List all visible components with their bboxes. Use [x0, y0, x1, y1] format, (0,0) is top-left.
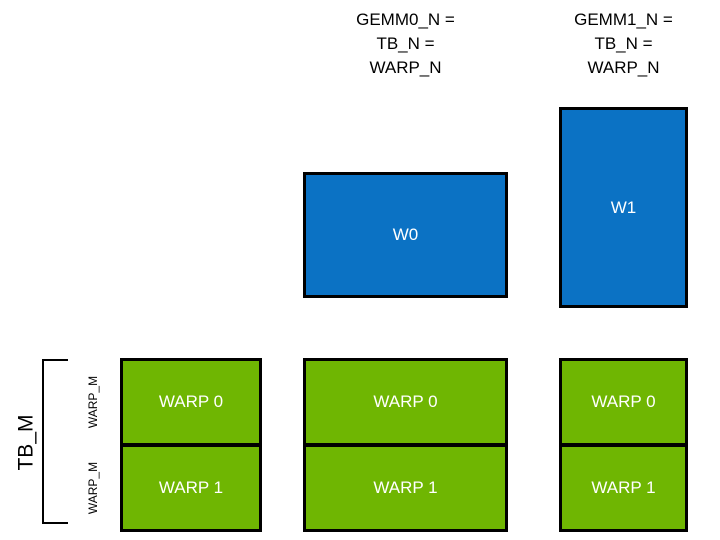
green-column-1: WARP 0 WARP 1 [303, 358, 508, 533]
axis-label-warp-m-bottom: WARP_M [86, 461, 100, 515]
green-column-0: WARP 0 WARP 1 [120, 358, 262, 533]
column-caption-gemm1: GEMM1_N = TB_N = WARP_N [574, 10, 673, 77]
green-cell-warp1: WARP 1 [559, 444, 688, 532]
blue-box-w0: W0 [303, 172, 508, 298]
green-cell-warp0: WARP 0 [120, 358, 262, 446]
axis-label-warp-m-top: WARP_M [86, 375, 100, 429]
blue-box-w1: W1 [559, 107, 688, 308]
green-cell-warp0: WARP 0 [559, 358, 688, 446]
axis-label-tb-m: TB_M [14, 414, 38, 471]
green-cell-warp1: WARP 1 [120, 444, 262, 532]
green-cell-warp0: WARP 0 [303, 358, 508, 446]
tb-m-bracket [42, 359, 68, 524]
column-caption-gemm0: GEMM0_N = TB_N = WARP_N [356, 10, 455, 77]
green-column-2: WARP 0 WARP 1 [559, 358, 688, 533]
green-cell-warp1: WARP 1 [303, 444, 508, 532]
